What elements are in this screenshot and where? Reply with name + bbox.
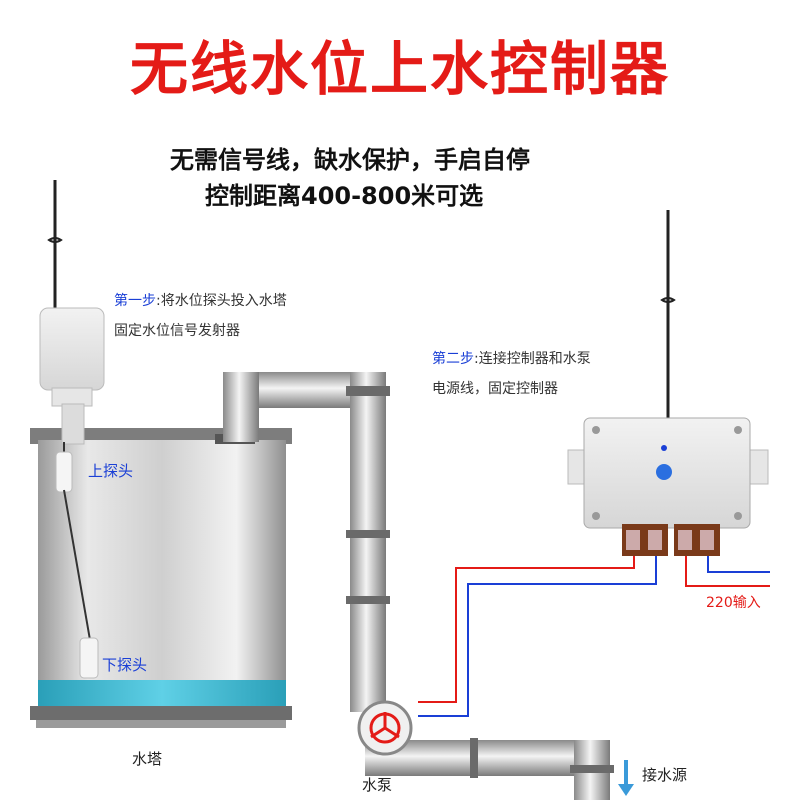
water-pipe bbox=[223, 372, 614, 800]
page-title: 无线水位上水控制器 bbox=[129, 35, 670, 103]
pump-label: 水泵 bbox=[362, 776, 393, 794]
lower-probe bbox=[79, 637, 99, 679]
step-2-note: 第二步:连接控制器和水泵 电源线，固定控制器 bbox=[432, 344, 591, 404]
step-2-line2: 电源线，固定控制器 bbox=[432, 381, 558, 397]
subtitle-line-2: 控制距离400-800米可选 bbox=[205, 182, 484, 210]
subtitle-line-1: 无需信号线，缺水保护，手启自停 bbox=[170, 146, 530, 174]
lower-probe-label: 下探头 bbox=[102, 656, 148, 674]
water-source-label: 接水源 bbox=[642, 766, 688, 784]
controller-box bbox=[567, 210, 769, 556]
power-wires bbox=[418, 556, 770, 717]
step-2-text: :连接控制器和水泵 bbox=[474, 351, 591, 367]
power-input-label: 220输入 bbox=[706, 595, 761, 611]
step-1-text: :将水位探头投入水塔 bbox=[156, 293, 287, 309]
upper-probe-label: 上探头 bbox=[88, 462, 134, 480]
step-2-label: 第二步 bbox=[432, 351, 474, 367]
level-signal-transmitter bbox=[39, 180, 105, 445]
water-source-arrow bbox=[618, 760, 634, 796]
water-pump bbox=[357, 700, 413, 756]
step-1-line2: 固定水位信号发射器 bbox=[114, 323, 240, 339]
upper-probe bbox=[55, 451, 73, 493]
step-1-note: 第一步:将水位探头投入水塔 固定水位信号发射器 bbox=[114, 286, 287, 346]
probe-cable bbox=[55, 442, 99, 679]
water-level bbox=[38, 680, 286, 710]
step-1-label: 第一步 bbox=[114, 293, 156, 309]
tower-label: 水塔 bbox=[132, 750, 163, 768]
